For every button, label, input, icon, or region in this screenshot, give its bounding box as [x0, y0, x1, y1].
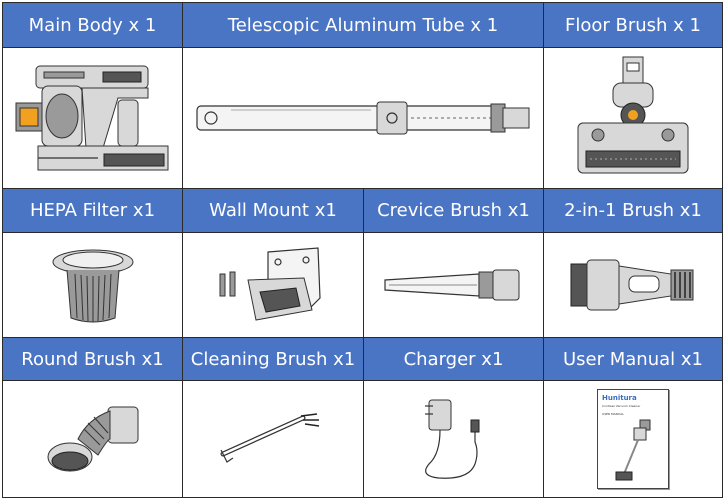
user-manual-icon: Hunitura Cordless Vacuum Cleaner USER MA… — [597, 389, 669, 489]
header-wall-mount: Wall Mount x1 — [183, 189, 363, 232]
cleaning-brush-cell — [183, 381, 363, 497]
header-hepa-filter: HEPA Filter x1 — [3, 189, 182, 232]
header-charger: Charger x1 — [364, 338, 543, 380]
two-in-one-brush-cell — [544, 233, 722, 337]
manual-brand: Hunitura — [602, 394, 637, 402]
manual-subtitle: Cordless Vacuum Cleaner — [602, 404, 641, 408]
hepa-filter-cell — [3, 233, 182, 337]
header-main-body: Main Body x 1 — [3, 3, 182, 47]
charger-cell — [364, 381, 543, 497]
charger-icon — [424, 399, 479, 479]
tube-cell — [183, 48, 543, 188]
crevice-brush-cell — [364, 233, 543, 337]
header-user-manual: User Manual x1 — [544, 338, 722, 380]
header-cleaning-brush: Cleaning Brush x1 — [183, 338, 363, 380]
header-floor-brush: Floor Brush x 1 — [544, 3, 722, 47]
tube-icon — [195, 101, 529, 135]
main-body-icon — [15, 65, 168, 171]
two-in-one-brush-icon — [570, 259, 694, 311]
crevice-brush-icon — [383, 269, 519, 301]
header-round-brush: Round Brush x1 — [3, 338, 182, 380]
cleaning-brush-icon — [220, 413, 320, 463]
floor-brush-cell — [544, 48, 722, 188]
wall-mount-icon — [219, 247, 321, 321]
round-brush-cell — [3, 381, 182, 497]
user-manual-cell: Hunitura Cordless Vacuum Cleaner USER MA… — [544, 381, 722, 497]
header-crevice-brush: Crevice Brush x1 — [364, 189, 543, 232]
round-brush-icon — [47, 406, 138, 472]
floor-brush-icon — [577, 56, 689, 174]
manual-section: USER MANUAL — [602, 412, 624, 416]
wall-mount-cell — [183, 233, 363, 337]
header-2in1-brush: 2-in-1 Brush x1 — [544, 189, 722, 232]
hepa-filter-icon — [52, 249, 133, 323]
main-body-cell — [3, 48, 182, 188]
header-telescopic-tube: Telescopic Aluminum Tube x 1 — [183, 3, 543, 47]
manual-vacuum-illustration — [615, 419, 651, 481]
